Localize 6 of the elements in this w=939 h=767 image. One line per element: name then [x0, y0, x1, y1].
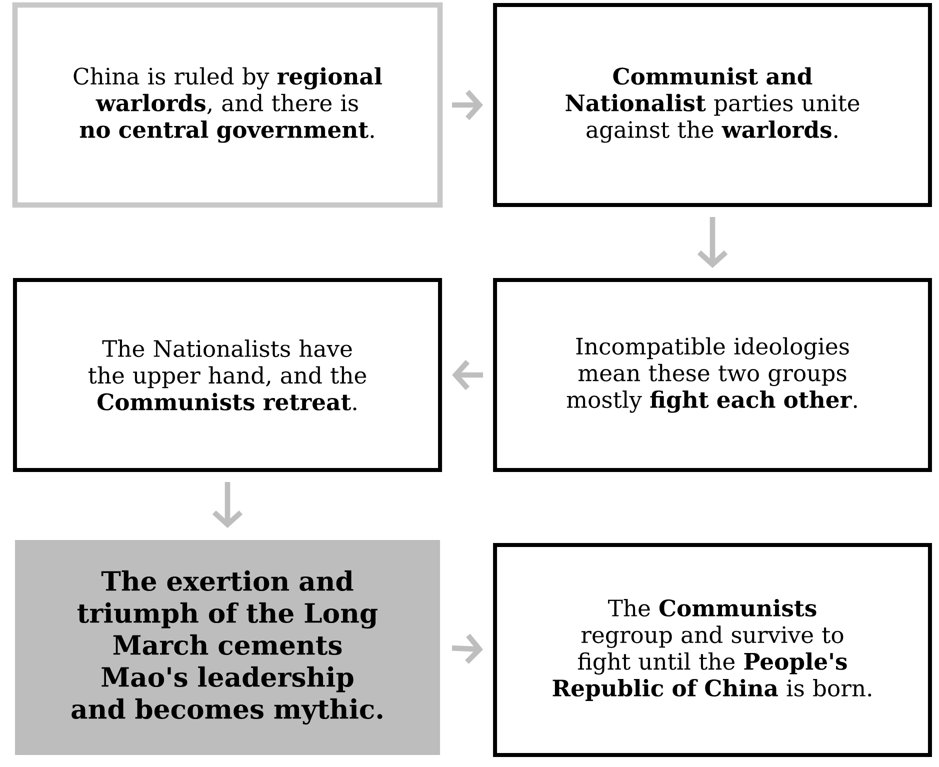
text-box: The exertion and triumph of the Long March cements Mao's leadership and becomes mythic. [14, 540, 440, 755]
text-box: The Nationalists have the upper hand, and the Communists retreat. [12, 278, 442, 472]
text-box: China is ruled by regional warlords, and there is no central government. [12, 2, 443, 208]
text-box: Incompatible ideologies mean these two groups mostly fight each other. [493, 278, 932, 472]
text-box: Communist and Nationalist parties unite against the warlords. [493, 3, 932, 207]
text-box: The Communists regroup and survive to fight until the People's Republic of China is born. [493, 543, 932, 757]
